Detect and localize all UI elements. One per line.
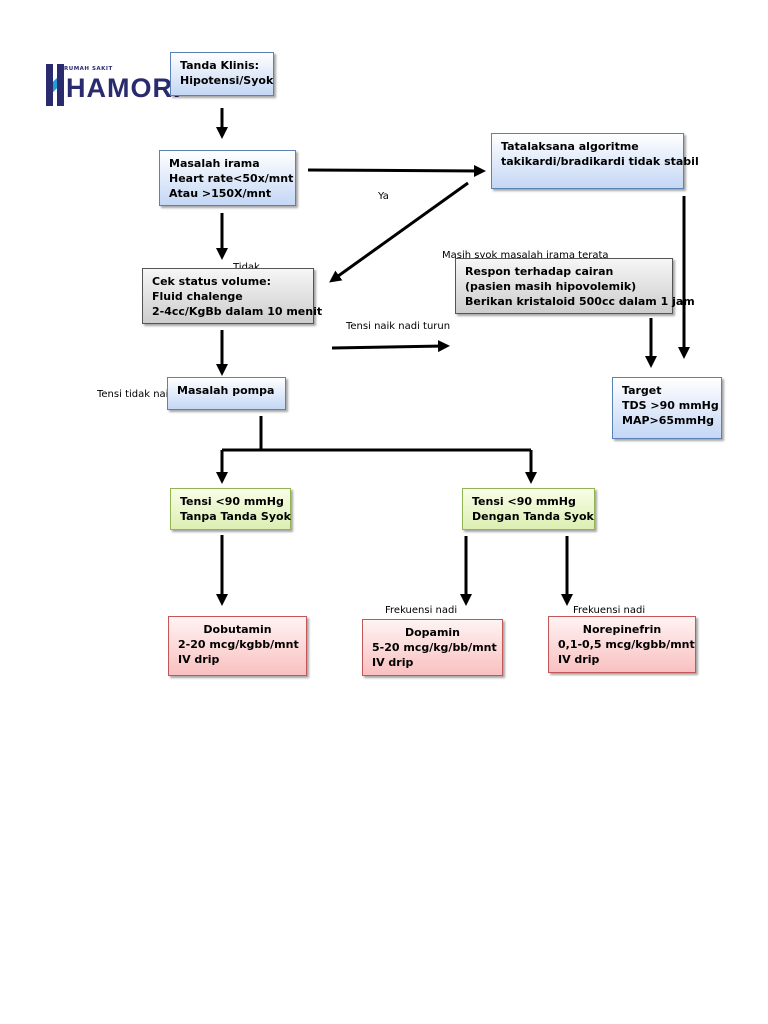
node-tanda-klinis: Tanda Klinis: Hipotensi/Syok [170,52,274,96]
label-masih-syok: Masih syok masalah irama teratasi [442,250,608,258]
label-tidak: Tidak [233,262,260,268]
node-text: 2-4cc/KgBb dalam 10 menit [152,305,323,318]
logo-subtitle: RUMAH SAKIT [64,66,113,72]
node-text: Tanda Klinis: [180,59,260,72]
label-tensi-naik-nadi-turun: Tensi naik nadi turun [346,321,451,332]
arrow-tatalaksana-to-cek [329,181,469,283]
hospital-logo: RUMAH SAKIT HAMORI [38,50,181,112]
node-text: Masalah irama [169,157,260,170]
node-norepinefrin: Norepinefrin 0,1-0,5 mcg/kgbb/mnt IV dri… [548,616,696,673]
node-text: Norepinefrin [582,623,662,636]
connector-pompa-branch [222,416,263,452]
node-text: 2-20 mcg/kgbb/mnt [178,638,299,651]
hamori-logo-icon [46,64,64,106]
node-tensi-dengan-syok: Tensi <90 mmHg Dengan Tanda Syok [462,488,595,530]
label-tensi-tidak-naik: Tensi tidak naik [97,389,167,400]
node-text: (pasien masih hipovolemik) [465,280,637,293]
node-text: TDS >90 mmHg [622,399,719,412]
logo-name: HAMORI [66,73,182,103]
node-masalah-irama: Masalah irama Heart rate<50x/mnt Atau >1… [159,150,296,206]
node-text: Tensi <90 mmHg [180,495,284,508]
node-text: IV drip [178,653,220,666]
node-text: Berikan kristaloid 500cc dalam 1 jam [465,295,695,308]
node-text: Heart rate<50x/mnt [169,172,294,185]
node-target: Target TDS >90 mmHg MAP>65mmHg [612,377,722,439]
node-text: Dopamin [404,626,461,639]
label-ya: Ya [378,191,389,202]
node-text: 0,1-0,5 mcg/kgbb/mnt [558,638,695,651]
node-text: Dobutamin [203,623,272,636]
node-masalah-pompa: Masalah pompa [167,377,286,410]
node-text: Dengan Tanda Syok [472,510,594,523]
node-text: Tatalaksana algoritme [501,140,639,153]
node-text: Tanpa Tanda Syok [180,510,291,523]
node-text: takikardi/bradikardi tidak stabil [501,155,699,168]
node-text: IV drip [558,653,600,666]
node-text: Respon terhadap cairan [465,265,614,278]
node-tensi-tanpa-syok: Tensi <90 mmHg Tanpa Tanda Syok [170,488,291,530]
node-text: Atau >150X/mnt [169,187,272,200]
node-text: Fluid chalenge [152,290,243,303]
node-dobutamin: Dobutamin 2-20 mcg/kgbb/mnt IV drip [168,616,307,676]
node-tatalaksana: Tatalaksana algoritme takikardi/bradikar… [491,133,699,189]
node-dopamin: Dopamin 5-20 mcg/kg/bb/mnt IV drip [362,619,503,676]
node-text: MAP>65mmHg [622,414,715,427]
node-text: Tensi <90 mmHg [472,495,576,508]
label-frekuensi-nadi-2: Frekuensi nadi [573,605,646,616]
arrow-cek-to-respon [331,340,450,353]
node-cek-status-volume: Cek status volume: Fluid chalenge 2-4cc/… [142,268,323,324]
node-text: IV drip [372,656,414,669]
node-text: Masalah pompa [177,384,275,397]
node-text: Target [622,384,662,397]
node-text: Hipotensi/Syok [180,74,274,87]
arrow-irama-to-tatalaksana [307,164,486,177]
label-frekuensi-nadi-1: Frekuensi nadi [385,605,458,616]
node-respon-cairan: Respon terhadap cairan (pasien masih hip… [455,258,695,314]
node-text: Cek status volume: [152,275,272,288]
node-text: 5-20 mcg/kg/bb/mnt [372,641,497,654]
